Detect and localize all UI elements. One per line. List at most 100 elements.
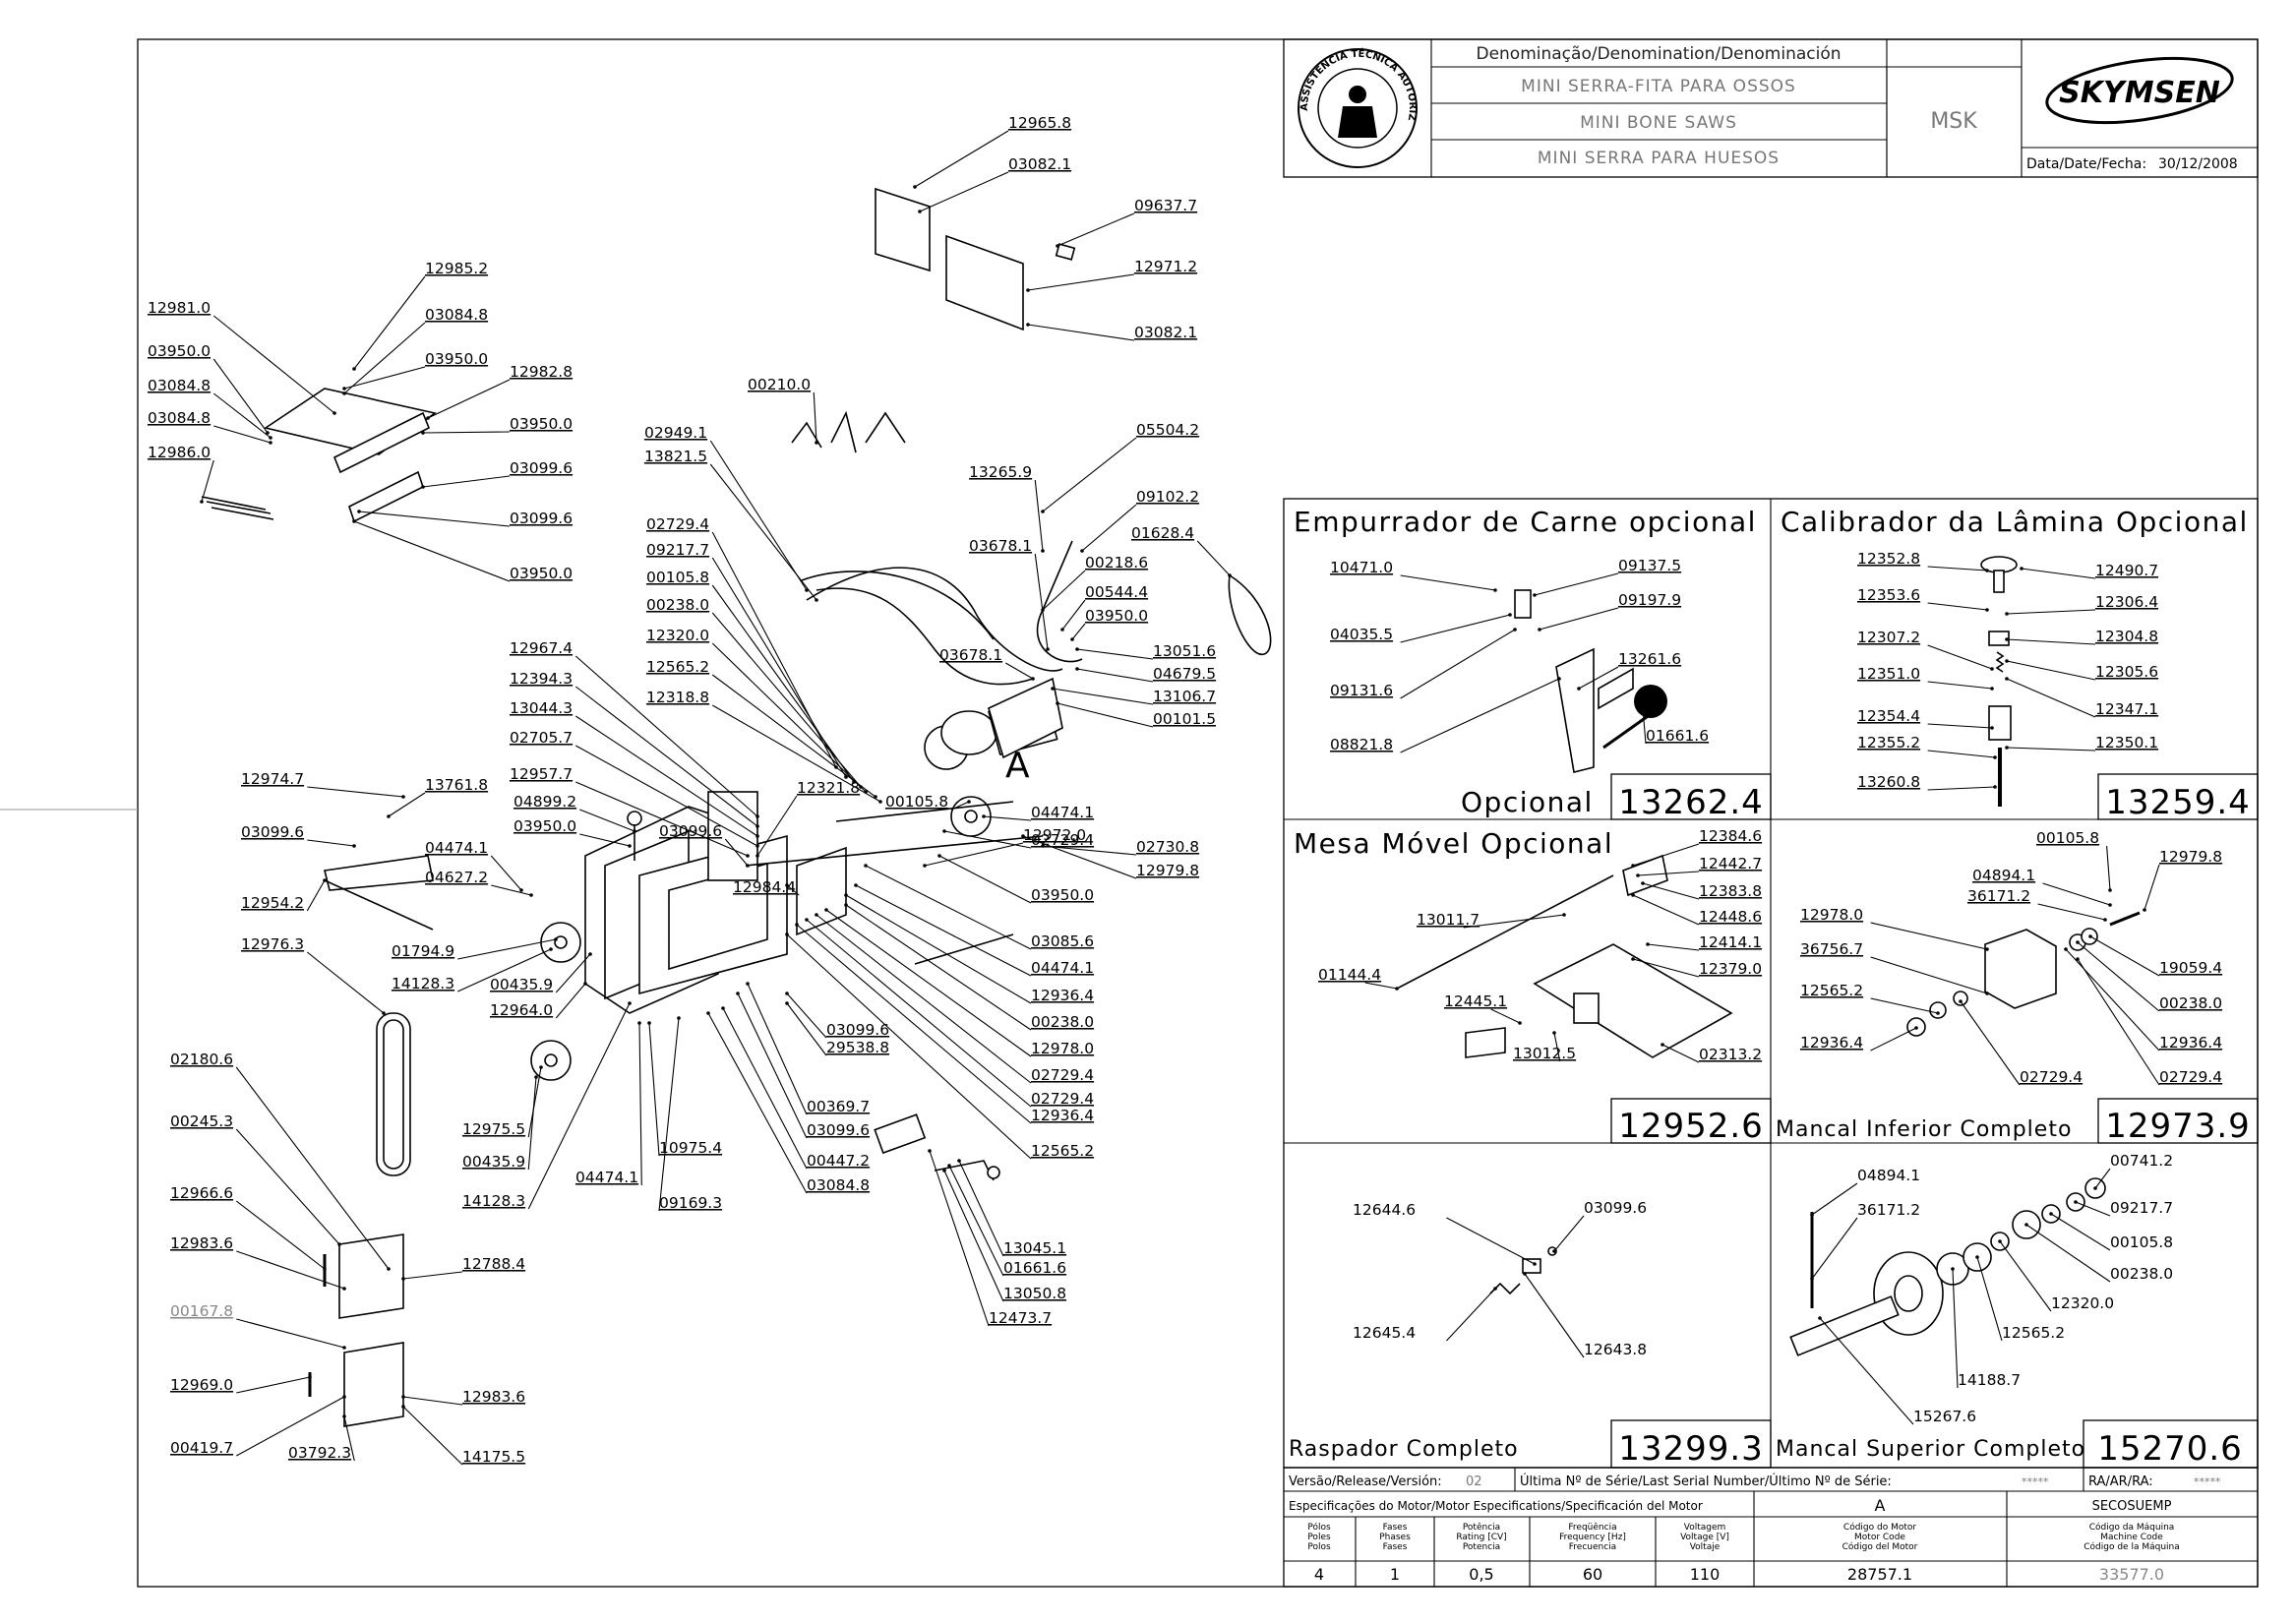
spec-col-2-line-2: Potencia — [1463, 1542, 1500, 1552]
callout-pusher-5: 09131.6 — [1330, 628, 1517, 699]
callout-table-9: 13012.5 — [1513, 1031, 1576, 1062]
callout-pusher-2: 09197.9 — [1538, 591, 1681, 632]
callout-main-16-label: 03099.6 — [510, 510, 573, 527]
callout-main-40-label: 00101.5 — [1153, 710, 1216, 728]
callouts: 12965.803082.109637.712971.203082.112985… — [148, 114, 2222, 1466]
callout-main-46-label: 04899.2 — [513, 793, 576, 811]
callout-lower_bearing-9: 12936.4 — [1800, 1026, 1918, 1052]
callout-main-0-label: 12965.8 — [1008, 114, 1071, 132]
callout-pusher-5-label: 09131.6 — [1330, 682, 1393, 699]
callout-main-27-leader — [711, 584, 855, 783]
callout-main-59: 03099.6 — [241, 823, 356, 848]
spec-value-5: 28757.1 — [1847, 1565, 1912, 1584]
callout-main-26-label: 09217.7 — [646, 541, 709, 559]
callout-gauge-10-leader — [2006, 747, 2096, 752]
version-label: Versão/Release/Versión: — [1289, 1474, 1442, 1489]
callout-main-21-leader — [1042, 437, 1137, 512]
callout-main-15: 03099.6 — [421, 459, 573, 489]
callout-scraper-3-leader — [1524, 1273, 1585, 1358]
callout-upper-7-label: 12565.2 — [2002, 1324, 2065, 1342]
callout-main-18: 00210.0 — [748, 376, 818, 445]
callout-main-101: 12983.6 — [401, 1388, 525, 1406]
callout-main-3-label: 12971.2 — [1134, 258, 1197, 275]
callout-main-79-leader — [786, 1002, 827, 1056]
callout-main-4-leader — [1027, 324, 1135, 341]
callout-main-8-label: 03950.0 — [425, 350, 488, 368]
callout-gauge-8: 12347.1 — [2005, 677, 2158, 718]
callout-scraper-1-leader — [1553, 1215, 1585, 1252]
callout-gauge-4-label: 12304.8 — [2095, 628, 2158, 645]
callout-main-17: 03950.0 — [352, 519, 573, 582]
spec-value-3: 60 — [1583, 1565, 1602, 1584]
spec-col-1-line-1: Phases — [1379, 1533, 1411, 1542]
callout-main-34-leader — [1061, 599, 1086, 631]
spec-value-6: 33577.0 — [2099, 1565, 2164, 1584]
callout-main-82: 14128.3 — [462, 1001, 632, 1210]
callout-main-49: 12321.8 — [755, 779, 860, 858]
callout-pusher-7: 08821.8 — [1330, 677, 1561, 753]
callout-upper-2: 36171.2 — [1810, 1201, 1920, 1281]
callout-main-17-label: 03950.0 — [510, 565, 573, 582]
callout-table-5: 12414.1 — [1646, 933, 1762, 951]
callout-main-62-leader — [306, 879, 326, 912]
callout-gauge-8-label: 12347.1 — [2095, 700, 2158, 718]
callout-lower_bearing-0-label: 00105.8 — [2036, 829, 2099, 847]
callout-pusher-0-leader — [1400, 574, 1496, 591]
callout-main-36: 13051.6 — [1075, 642, 1216, 660]
callout-main-76-label: 00435.9 — [490, 976, 553, 993]
callout-main-52-leader — [943, 830, 1032, 849]
callout-main-78-leader — [786, 992, 827, 1039]
callout-main-0: 12965.8 — [913, 114, 1071, 189]
callout-gauge-3: 12306.4 — [2005, 593, 2158, 616]
callout-main-87-leader — [737, 992, 808, 1139]
callout-scraper-2-leader — [1446, 1288, 1496, 1342]
callout-upper-3-label: 09217.7 — [2110, 1199, 2173, 1217]
callout-gauge-11: 12355.2 — [1857, 734, 1997, 759]
callout-table-4: 12448.6 — [1631, 893, 1762, 926]
callout-main-94-leader — [235, 1066, 390, 1270]
callout-pusher-4-leader — [1578, 666, 1619, 690]
callout-main-78: 03099.6 — [785, 992, 889, 1039]
callout-gauge-6: 12305.6 — [2005, 659, 2158, 681]
callout-main-47-label: 03950.0 — [513, 817, 576, 835]
callout-scraper-1: 03099.6 — [1552, 1199, 1647, 1253]
callout-pusher-3-leader — [1400, 614, 1511, 643]
callout-table-3: 13011.7 — [1417, 911, 1566, 929]
callout-gauge-12-label: 13260.8 — [1857, 773, 1920, 791]
callout-main-80-leader — [527, 1066, 542, 1138]
callout-pusher-2-leader — [1539, 607, 1619, 631]
denomination-label: Denominação/Denomination/Denominación — [1476, 44, 1841, 64]
callout-main-71: 12936.4 — [795, 923, 1094, 1124]
callout-upper-1-leader — [1811, 1182, 1858, 1216]
callout-main-88-label: 00447.2 — [807, 1152, 870, 1170]
callout-main-62: 12954.2 — [241, 878, 327, 912]
callout-main-8-leader — [343, 366, 426, 390]
callout-main-14-label: 12986.0 — [148, 444, 211, 461]
seal-text: ASSISTÊNCIA TÉCNICA AUTORIZADA — [0, 0, 1418, 122]
callout-main-34: 00544.4 — [1060, 583, 1148, 632]
callout-upper-0: 00741.2 — [2093, 1152, 2173, 1190]
name-es: MINI SERRA PARA HUESOS — [1538, 149, 1780, 168]
callout-main-72-label: 12565.2 — [1031, 1142, 1094, 1160]
callout-main-69-label: 02729.4 — [1031, 1066, 1094, 1084]
callout-main-73-leader — [306, 951, 385, 1014]
callout-scraper-3-label: 12643.8 — [1584, 1341, 1647, 1358]
callout-table-0-leader — [1632, 843, 1700, 867]
callout-upper-6-label: 12320.0 — [2051, 1294, 2114, 1312]
callout-main-77: 12964.0 — [490, 982, 587, 1019]
callout-main-78-label: 03099.6 — [826, 1021, 889, 1039]
callout-lower_bearing-5-leader — [1870, 956, 1988, 994]
callout-main-60-leader — [490, 855, 522, 891]
callout-main-66: 12936.4 — [844, 893, 1094, 1004]
callout-main-18-label: 00210.0 — [748, 376, 811, 393]
callout-main-5-label: 12985.2 — [425, 260, 488, 277]
callout-main-69-leader — [815, 914, 1032, 1084]
callout-main-29-leader — [711, 642, 867, 793]
spec-col-4-line-1: Voltage [V] — [1680, 1533, 1729, 1542]
spec-col-2-line-0: Potência — [1463, 1522, 1500, 1533]
spec-value-1: 1 — [1390, 1565, 1400, 1584]
spec-col-0-line-2: Polos — [1307, 1542, 1331, 1552]
callout-upper-7: 12565.2 — [1975, 1255, 2065, 1342]
callout-main-89: 03084.8 — [706, 1011, 870, 1194]
callout-table-10-leader — [1661, 1044, 1700, 1063]
